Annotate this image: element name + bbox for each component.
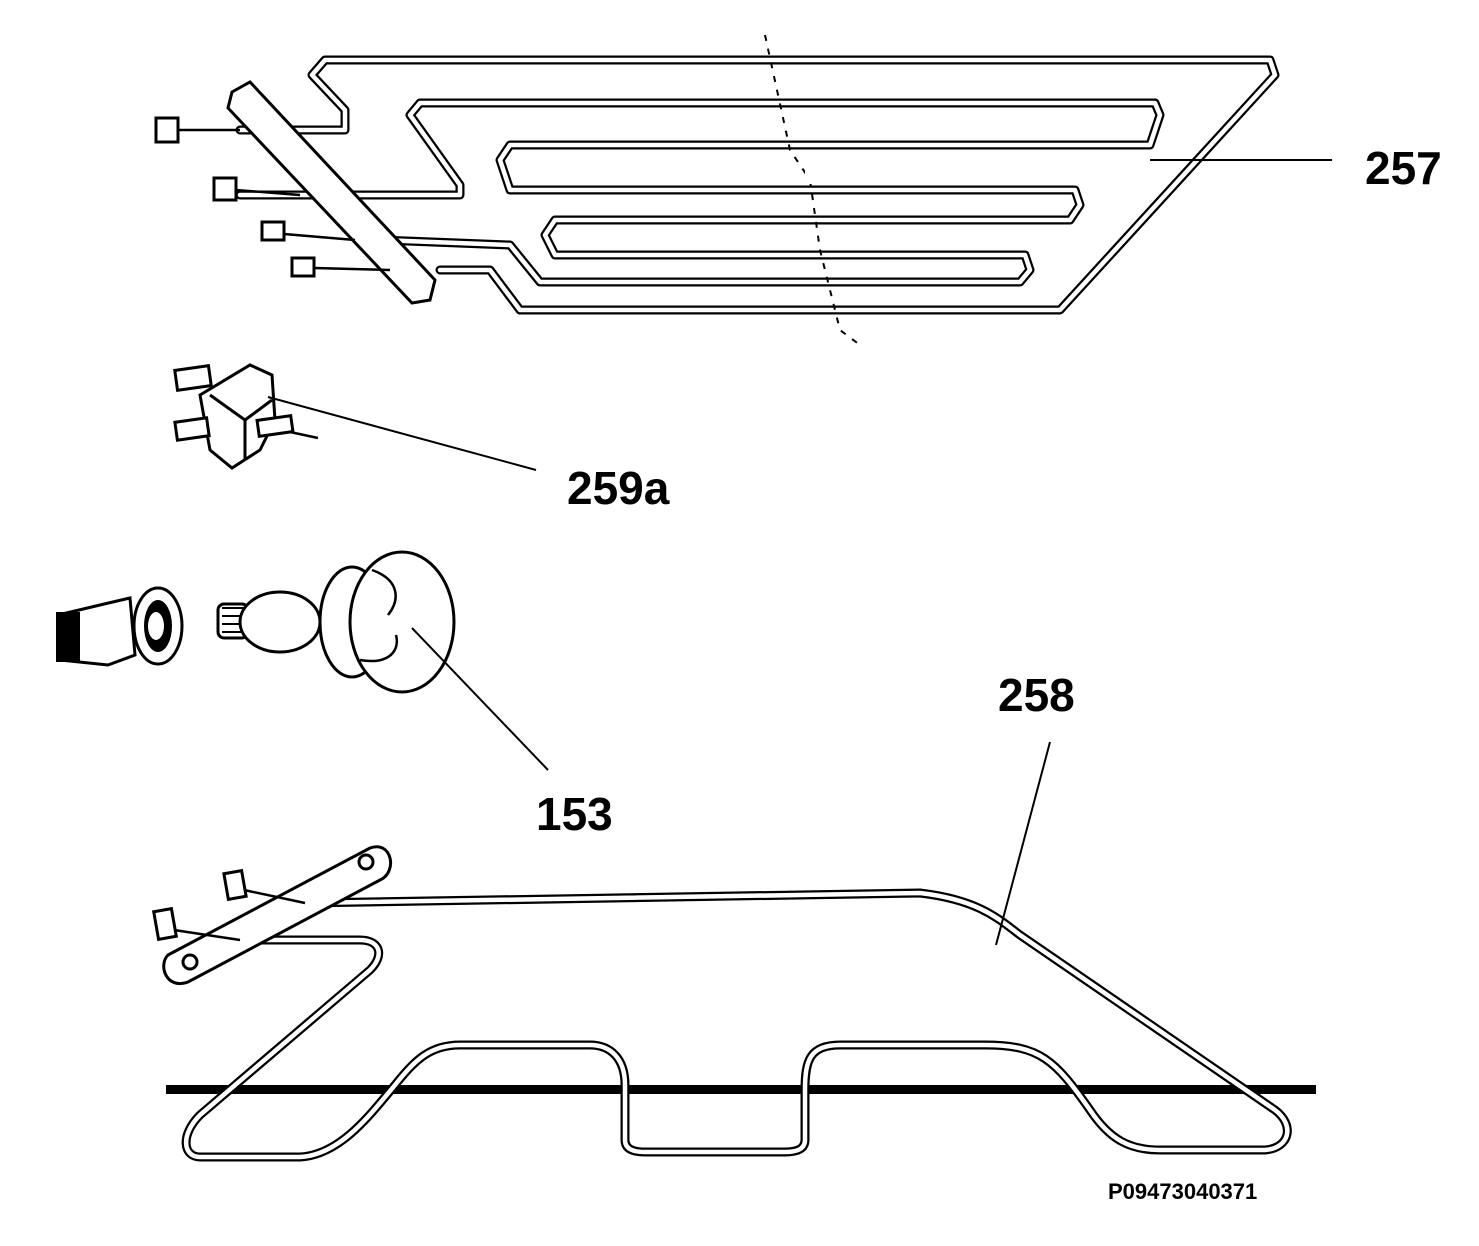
callout-259a: 259a [567,462,670,514]
drawing-code: P09473040371 [1108,1179,1257,1204]
callout-257: 257 [1365,142,1442,194]
oven-lamp-assembly-153 [56,550,549,771]
thermostat-switch-259a [173,363,537,471]
top-heating-element-257 [154,34,1332,346]
callout-258: 258 [998,669,1075,721]
callout-153: 153 [536,788,613,840]
bottom-heating-element-258 [151,741,1316,1162]
